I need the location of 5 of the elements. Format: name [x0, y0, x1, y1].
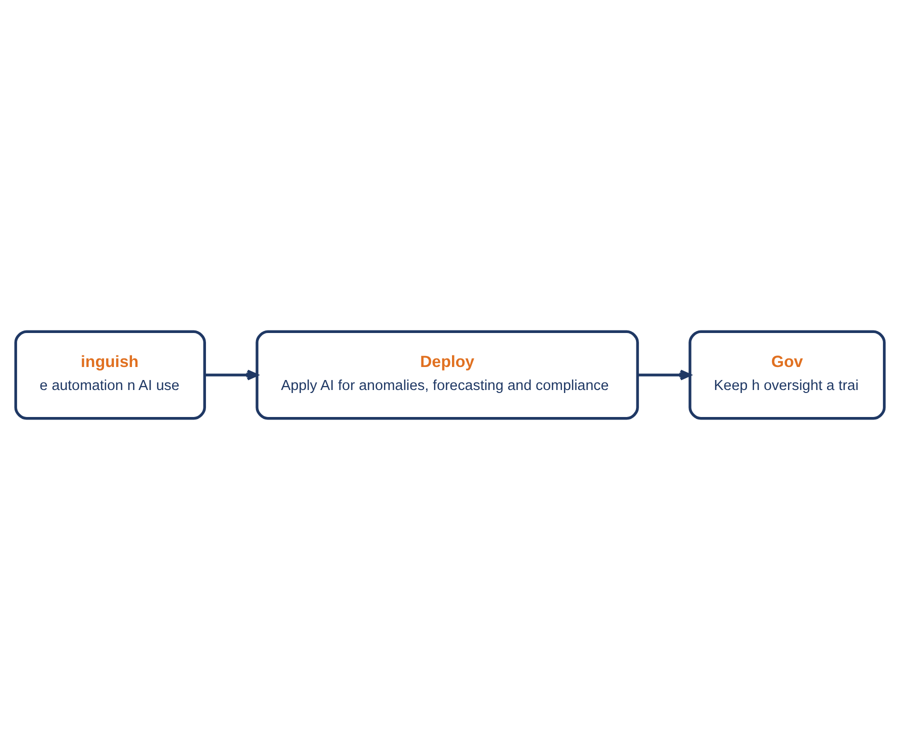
node-box: inguish e automation n AI use — [14, 330, 206, 420]
arrow — [204, 370, 258, 380]
node-box: Deploy Apply AI for anomalies, forecasting and compliance — [256, 330, 639, 420]
arrow — [638, 370, 692, 380]
node-box: Gov Keep h oversight a trai — [688, 330, 886, 420]
